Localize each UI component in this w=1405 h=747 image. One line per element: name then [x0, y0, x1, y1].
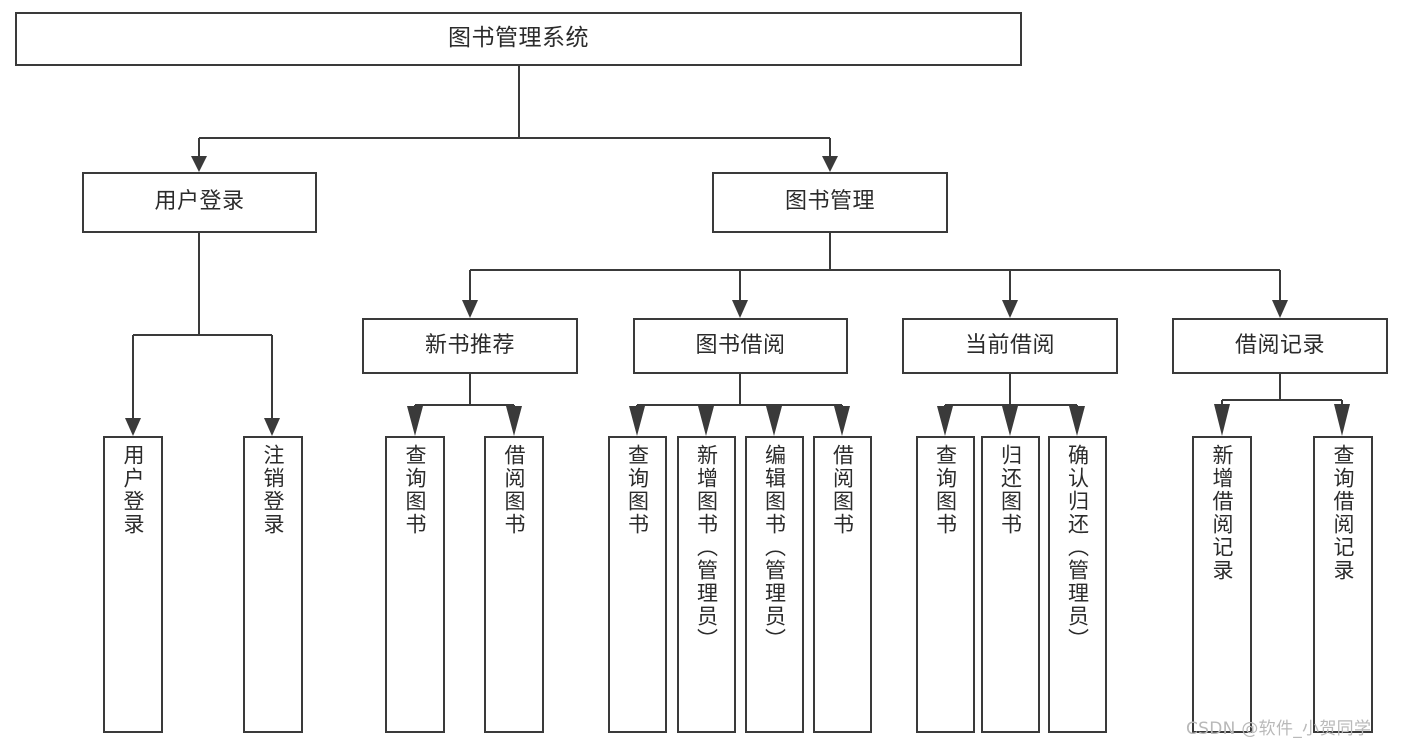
node-leaf-borrow-borrow-book-label: 借阅图书: [830, 444, 855, 536]
node-leaf-current-confirm-return-label: 确认归还（管理员）: [1065, 444, 1090, 651]
arrow-to-book-manage: [822, 156, 838, 172]
node-leaf-borrow-add-book[interactable]: 新增图书（管理员）: [677, 436, 736, 733]
node-current-borrow[interactable]: 当前借阅: [902, 318, 1118, 374]
node-user-login[interactable]: 用户登录: [82, 172, 317, 233]
arrow-to-new-book-recommend: [462, 300, 478, 318]
node-leaf-current-return-book-label: 归还图书: [998, 444, 1023, 536]
node-new-book-recommend-label: 新书推荐: [424, 332, 515, 358]
arrow-to-leaf-logout: [264, 418, 280, 436]
arrow-to-leaf-newbook-query: [407, 406, 423, 436]
csdn-watermark: CSDN @软件_小贺同学: [1186, 719, 1372, 739]
arrow-to-leaf-user-login: [125, 418, 141, 436]
arrow-to-leaf-borrow-add: [698, 406, 714, 436]
node-leaf-borrow-edit-book-label: 编辑图书（管理员）: [762, 444, 787, 651]
arrow-to-leaf-current-return: [1002, 406, 1018, 436]
node-leaf-record-query[interactable]: 查询借阅记录: [1313, 436, 1373, 733]
node-leaf-newbook-query-book[interactable]: 查询图书: [385, 436, 445, 733]
arrow-to-leaf-borrow-edit: [766, 406, 782, 436]
node-book-management-label: 图书管理: [784, 189, 875, 215]
node-leaf-current-query-book[interactable]: 查询图书: [916, 436, 975, 733]
arrow-to-leaf-current-query: [937, 406, 953, 436]
arrow-to-leaf-newbook-borrow: [506, 406, 522, 436]
arrow-to-leaf-current-confirm: [1069, 406, 1085, 436]
node-leaf-borrow-borrow-book[interactable]: 借阅图书: [813, 436, 872, 733]
node-leaf-borrow-query-book[interactable]: 查询图书: [608, 436, 667, 733]
arrow-to-book-borrow: [732, 300, 748, 318]
arrow-to-leaf-record-query: [1334, 404, 1350, 436]
arrow-to-leaf-borrow-query: [629, 406, 645, 436]
node-root-label: 图书管理系统: [448, 25, 589, 52]
node-leaf-newbook-borrow-book-label: 借阅图书: [502, 444, 527, 536]
node-book-borrow-label: 图书借阅: [695, 332, 786, 358]
node-leaf-user-login-label: 用户登录: [121, 444, 146, 536]
node-leaf-logout-label: 注销登录: [261, 444, 286, 536]
node-borrow-record-label: 借阅记录: [1234, 332, 1325, 358]
node-leaf-newbook-query-book-label: 查询图书: [403, 444, 428, 536]
node-leaf-borrow-edit-book[interactable]: 编辑图书（管理员）: [745, 436, 804, 733]
node-new-book-recommend[interactable]: 新书推荐: [362, 318, 578, 374]
node-leaf-current-confirm-return[interactable]: 确认归还（管理员）: [1048, 436, 1107, 733]
arrow-to-current-borrow: [1002, 300, 1018, 318]
node-borrow-record[interactable]: 借阅记录: [1172, 318, 1388, 374]
node-root-library-system[interactable]: 图书管理系统: [15, 12, 1022, 66]
node-leaf-record-add-label: 新增借阅记录: [1210, 444, 1235, 582]
arrow-to-borrow-record: [1272, 300, 1288, 318]
node-leaf-record-query-label: 查询借阅记录: [1331, 444, 1356, 582]
node-leaf-logout[interactable]: 注销登录: [243, 436, 303, 733]
node-book-management[interactable]: 图书管理: [712, 172, 948, 233]
node-leaf-borrow-query-book-label: 查询图书: [625, 444, 650, 536]
node-leaf-current-query-book-label: 查询图书: [933, 444, 958, 536]
node-current-borrow-label: 当前借阅: [964, 332, 1055, 358]
arrow-to-user-login: [191, 156, 207, 172]
node-leaf-record-add[interactable]: 新增借阅记录: [1192, 436, 1252, 733]
arrow-to-leaf-borrow-book: [834, 406, 850, 436]
arrow-to-leaf-record-add: [1214, 404, 1230, 436]
node-leaf-newbook-borrow-book[interactable]: 借阅图书: [484, 436, 544, 733]
node-leaf-current-return-book[interactable]: 归还图书: [981, 436, 1040, 733]
node-leaf-borrow-add-book-label: 新增图书（管理员）: [694, 444, 719, 651]
node-user-login-label: 用户登录: [154, 189, 245, 215]
node-book-borrow[interactable]: 图书借阅: [633, 318, 848, 374]
node-leaf-user-login[interactable]: 用户登录: [103, 436, 163, 733]
